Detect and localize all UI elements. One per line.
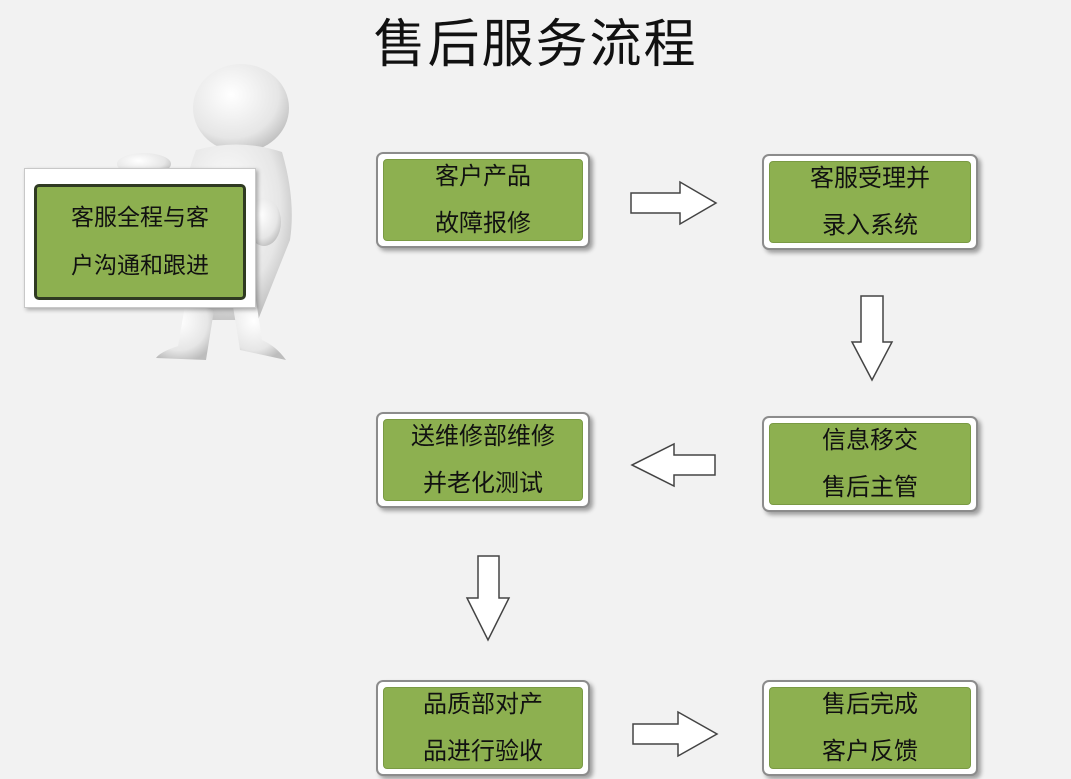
- step-label: 售后完成 客户反馈: [769, 687, 971, 769]
- sign-text: 客服全程与客 户沟通和跟进: [34, 184, 246, 300]
- arrow-down-icon: [850, 295, 894, 382]
- step-box-repair: 送维修部维修 并老化测试: [376, 412, 590, 508]
- step-label: 信息移交 售后主管: [769, 423, 971, 505]
- step-label: 客户产品 故障报修: [383, 159, 583, 241]
- figure-sign: 客服全程与客 户沟通和跟进: [24, 168, 256, 308]
- step-box-report: 客户产品 故障报修: [376, 152, 590, 248]
- step-box-accept: 客服受理并 录入系统: [762, 154, 978, 250]
- diagram-title: 售后服务流程: [373, 15, 698, 75]
- arrow-right-icon: [630, 180, 718, 226]
- step-label: 品质部对产 品进行验收: [383, 687, 583, 769]
- arrow-right-icon: [632, 710, 719, 758]
- step-box-feedback: 售后完成 客户反馈: [762, 680, 978, 776]
- arrow-down-icon: [465, 555, 511, 642]
- step-box-transfer: 信息移交 售后主管: [762, 416, 978, 512]
- step-box-inspection: 品质部对产 品进行验收: [376, 680, 590, 776]
- step-label: 客服受理并 录入系统: [769, 161, 971, 243]
- step-label: 送维修部维修 并老化测试: [383, 419, 583, 501]
- arrow-left-icon: [630, 442, 716, 488]
